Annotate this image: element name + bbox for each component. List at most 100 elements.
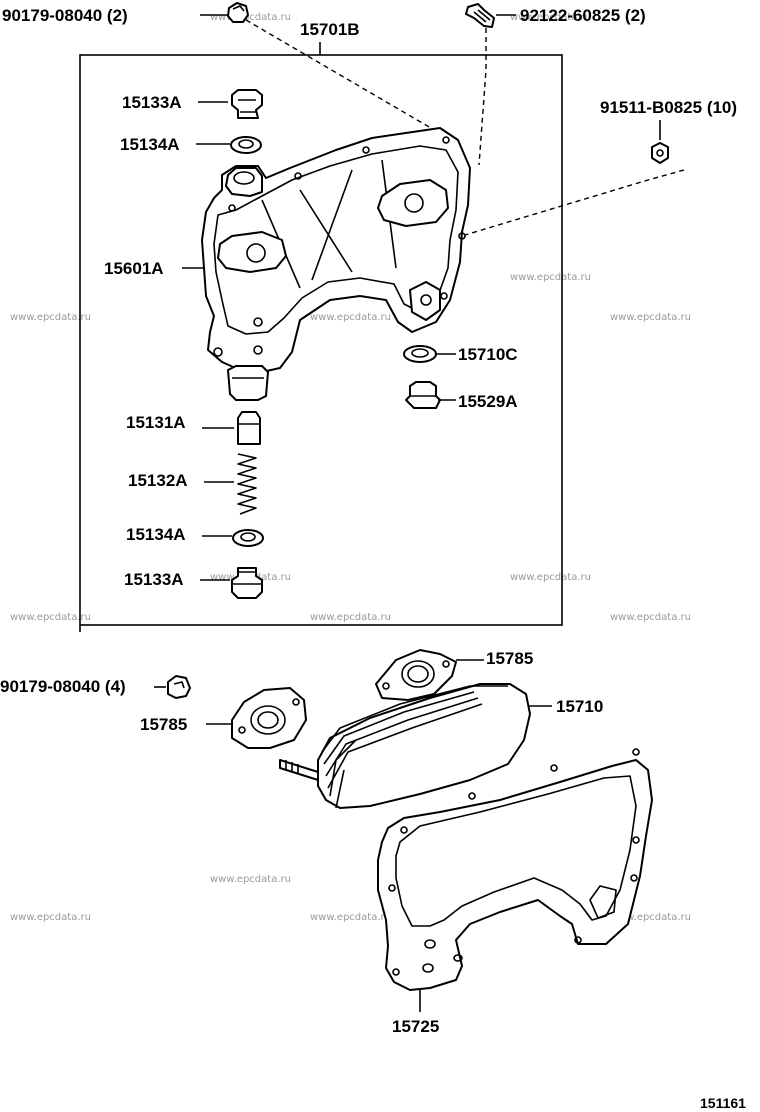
gasket-hole bbox=[401, 660, 435, 688]
stud-icon bbox=[465, 3, 495, 28]
label-15710c: 15710C bbox=[458, 345, 518, 364]
cooler-plates bbox=[321, 685, 508, 789]
watermark: www.epcdata.ru bbox=[510, 12, 591, 23]
bolt-hole bbox=[632, 748, 640, 756]
bolt-hole bbox=[253, 345, 263, 355]
bolt-hole bbox=[213, 347, 223, 357]
washer-hole bbox=[238, 139, 254, 149]
bolt-hole bbox=[550, 764, 558, 772]
plug-detail bbox=[232, 571, 262, 585]
cooler-body bbox=[317, 683, 531, 809]
label-15134a-bottom: 15134A bbox=[126, 525, 186, 544]
label-15134a-top: 15134A bbox=[120, 135, 180, 154]
washer-hole bbox=[240, 532, 256, 542]
cooler-15710: 15710 bbox=[279, 683, 603, 809]
stud-thread bbox=[473, 9, 491, 23]
label-15785-upper: 15785 bbox=[486, 649, 533, 668]
valve-icon bbox=[237, 411, 261, 445]
label-15785-lower: 15785 bbox=[140, 715, 187, 734]
gasket-outer bbox=[377, 759, 653, 991]
gasket-inner bbox=[407, 665, 429, 683]
watermark: www.epcdata.ru bbox=[10, 912, 91, 923]
cover-15601a: 15601A bbox=[104, 127, 471, 401]
bolt-hole bbox=[442, 660, 450, 668]
label-15133a-bottom: 15133A bbox=[124, 570, 184, 589]
watermark: www.epcdata.ru bbox=[510, 572, 591, 583]
nut-detail bbox=[173, 681, 185, 689]
assembly-frame bbox=[79, 54, 563, 626]
label-15601a: 15601A bbox=[104, 259, 164, 278]
plug-detail bbox=[238, 99, 256, 113]
port-hole bbox=[246, 243, 266, 263]
cooler-stud bbox=[279, 759, 319, 781]
gasket-inner bbox=[257, 711, 279, 729]
plug-bottom: 15133A bbox=[124, 567, 263, 599]
bolt-hole bbox=[453, 954, 463, 962]
port-hole bbox=[420, 294, 432, 306]
nut-detail bbox=[232, 5, 245, 12]
assembly-line bbox=[245, 19, 449, 139]
gasket-inner bbox=[395, 775, 637, 927]
cover-bypass-port bbox=[409, 281, 441, 321]
bolt-top-left: 90179-08040 (2) bbox=[2, 2, 249, 25]
cover-port-right bbox=[377, 179, 449, 227]
gasket-right: 15710C bbox=[403, 345, 518, 364]
nut-icon bbox=[227, 2, 249, 23]
spring-icon bbox=[237, 453, 257, 515]
label-15133a-top: 15133A bbox=[122, 93, 182, 112]
bolt-hole bbox=[424, 939, 436, 949]
spring-15132a: 15132A bbox=[128, 453, 257, 515]
gasket-cover-15725: 15725 bbox=[377, 748, 653, 1036]
bolt-hole bbox=[388, 884, 396, 892]
plug-top: 15133A bbox=[122, 89, 263, 119]
plug-icon bbox=[231, 567, 263, 599]
washer-icon bbox=[232, 529, 264, 547]
bolt-hole bbox=[392, 968, 400, 976]
valve-15131a: 15131A bbox=[126, 411, 261, 445]
label-15725: 15725 bbox=[392, 1017, 439, 1036]
watermark: www.epcdata.ru bbox=[310, 312, 391, 323]
nut-left: 90179-08040 (4) bbox=[0, 675, 191, 699]
watermark: www.epcdata.ru bbox=[610, 612, 691, 623]
cover-outlet bbox=[227, 365, 269, 401]
stud-top-right: 92122-60825 (2) bbox=[465, 3, 646, 28]
bolt-hole bbox=[238, 726, 246, 734]
port-hole bbox=[404, 193, 424, 213]
label-90179-08040-4: 90179-08040 (4) bbox=[0, 677, 126, 696]
gasket-port bbox=[589, 885, 617, 919]
label-90179-08040-2: 90179-08040 (2) bbox=[2, 6, 128, 25]
watermark: www.epcdata.ru bbox=[10, 612, 91, 623]
assembly-line bbox=[464, 169, 685, 236]
watermark: www.epcdata.ru bbox=[310, 612, 391, 623]
washer-hole bbox=[411, 348, 429, 358]
label-15710: 15710 bbox=[556, 697, 603, 716]
watermark: www.epcdata.ru bbox=[10, 312, 91, 323]
bolt-hole bbox=[228, 204, 236, 212]
label-92122-60825-2: 92122-60825 (2) bbox=[520, 6, 646, 25]
stud-thread bbox=[285, 760, 299, 774]
bolt-hole bbox=[630, 874, 638, 882]
watermark: www.epcdata.ru bbox=[610, 912, 691, 923]
figure-number: 151161 bbox=[700, 1095, 746, 1111]
gasket-plate bbox=[231, 687, 307, 749]
watermark: www.epcdata.ru bbox=[310, 912, 391, 923]
cover-port-left bbox=[217, 231, 287, 273]
bolt-hole bbox=[468, 792, 476, 800]
bolt-hole bbox=[294, 172, 302, 180]
label-15701b: 15701B bbox=[300, 20, 360, 39]
plug-icon bbox=[231, 89, 263, 119]
nut-icon bbox=[167, 675, 191, 699]
watermark: www.epcdata.ru bbox=[510, 272, 591, 283]
nut-right: 91511-B0825 (10) bbox=[600, 98, 737, 164]
nut-hole bbox=[656, 149, 664, 157]
cooler-edge bbox=[329, 739, 357, 809]
washer-icon bbox=[230, 136, 262, 154]
bolt-hole bbox=[382, 682, 390, 690]
boss-hole bbox=[233, 171, 255, 185]
label-15132a: 15132A bbox=[128, 471, 188, 490]
bolt-hole bbox=[574, 936, 582, 944]
gasket-plate bbox=[375, 649, 457, 701]
bolt-hole bbox=[400, 826, 408, 834]
bolt-hole bbox=[458, 232, 466, 240]
